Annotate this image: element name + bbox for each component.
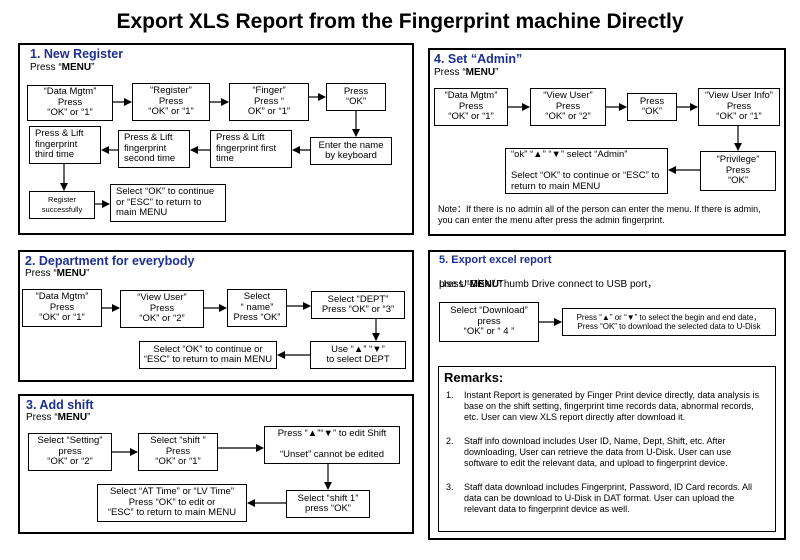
box-select-ok: Select “OK” to continue or “ESC” to retu… <box>110 184 226 222</box>
press-menu-label: Press “MENU” <box>434 67 499 78</box>
remark-item: 3. Staff data download includes Fingerpr… <box>446 482 776 522</box>
panel-title: 4. Set “Admin” <box>434 52 523 66</box>
remark-text: Staff info download includes User ID, Na… <box>464 436 732 468</box>
panel-title: 2. Department for everybody <box>25 254 195 268</box>
box-enter-name: Enter the name by keyboard <box>310 137 392 165</box>
press-menu-label: Press “MENU” <box>25 268 90 279</box>
box-data-mgtm: “Data Mgtm” Press “OK” or “1” <box>22 289 102 327</box>
panel-set-admin <box>428 48 786 236</box>
box-select-download: Select “Download” press “OK” or “ 4 ” <box>439 302 539 342</box>
box-view-user: “View User” Press “OK” or “2” <box>530 88 606 126</box>
box-select-setting: Select “Setting” press “OK” or “2” <box>28 433 112 471</box>
box-select-shift: Select “shift ” Press “OK” or “1” <box>138 433 218 471</box>
box-finger: “Finger” Press “ OK” or “1” <box>229 83 309 121</box>
remarks-title: Remarks: <box>444 370 504 385</box>
remark-text: Staff data download includes Fingerprint… <box>464 482 752 514</box>
remark-text: Instant Report is generated by Finger Pr… <box>464 390 759 422</box>
remark-number: 3. <box>446 482 454 492</box>
box-use-arrows: Use “▲” “▼” to select DEPT <box>310 341 406 369</box>
box-select-dates: Press “▲” or “▼” to select the begin and… <box>562 308 776 336</box>
panel-title: 5. Export excel report <box>439 254 552 266</box>
box-select-ok: Select “OK” to continue or “ESC” to retu… <box>139 341 277 369</box>
remark-item: 2. Staff info download includes User ID,… <box>446 436 776 476</box>
remark-item: 1. Instant Report is generated by Finger… <box>446 390 776 430</box>
box-view-user: “View User” Press “OK” or “2” <box>120 290 204 328</box>
usb-instruction: Use U-Disk / Thumb Drive connect to USB … <box>439 279 658 290</box>
box-privilege: “Privilege” Press “OK” <box>700 151 776 191</box>
box-register: “Register” Press “OK” or “1” <box>132 83 210 121</box>
box-press-lift-second: Press & Lift fingerprint second time <box>118 130 190 168</box>
box-view-user-info: “View User Info” Press “OK” or “1” <box>698 88 780 126</box>
box-press-lift-third: Press & Lift fingerprint third time <box>29 126 101 164</box>
press-menu-label: Press “MENU” <box>26 412 91 423</box>
box-register-success: Register successfully <box>29 191 95 219</box>
box-edit-shift: Press “▲”“▼” to edit Shift “Unset” canno… <box>264 426 400 464</box>
box-data-mgtm: “Data Mgtm” Press “OK” or “1” <box>27 85 113 121</box>
press-menu-label: press “MENU” <box>439 279 503 290</box>
remark-number: 2. <box>446 436 454 446</box>
box-press-lift-first: Press & Lift fingerprint first time <box>210 130 292 168</box>
remark-number: 1. <box>446 390 454 400</box>
box-select-dept: Select “DEPT” Press “OK” or “3” <box>311 291 405 319</box>
panel-title: 3. Add shift <box>26 398 94 412</box>
box-select-name: Select “ name” Press “OK” <box>227 289 287 327</box>
box-data-mgtm: “Data Mgtm” Press “OK” or “1” <box>434 88 508 126</box>
box-press-ok: Press “OK” <box>627 93 677 121</box>
box-select-admin: “ok” “▲” “▼” select “Admin” Select “OK” … <box>505 148 668 194</box>
remarks-box <box>438 366 776 532</box>
box-select-time: Select “AT Time” or “LV Time” Press “OK”… <box>97 484 247 522</box>
panel-title: 1. New Register <box>30 47 124 61</box>
press-menu-label: Press “MENU” <box>30 62 95 73</box>
page-title: Export XLS Report from the Fingerprint m… <box>116 10 684 33</box>
admin-note: Note：If there is no admin all of the per… <box>438 204 761 225</box>
box-select-shift1: Select “shift 1” press “OK” <box>286 490 370 518</box>
box-press-ok: Press “OK” <box>326 83 386 111</box>
